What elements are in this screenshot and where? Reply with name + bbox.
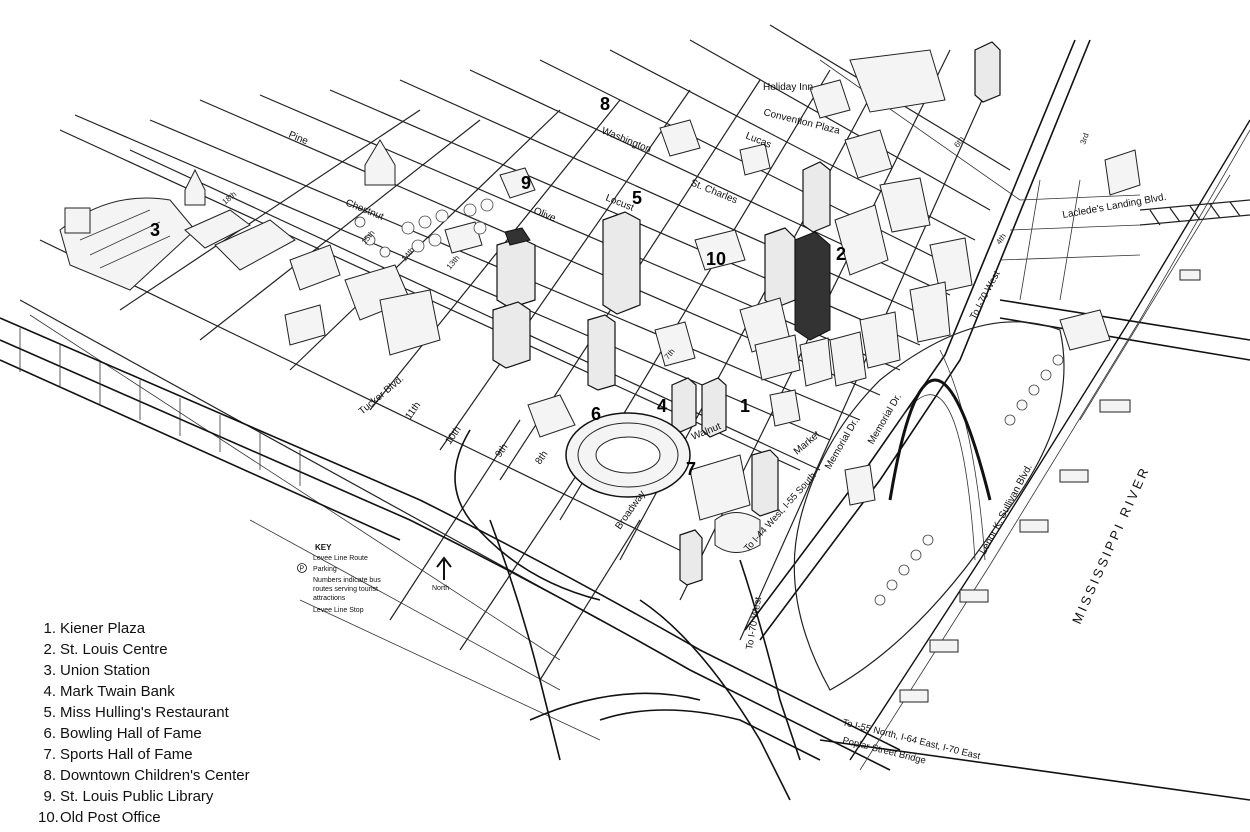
legend-item: 5.Miss Hulling's Restaurant xyxy=(38,702,338,723)
legend-number: 5. xyxy=(43,704,56,721)
marker-4: 4 xyxy=(657,396,667,416)
legend-label: Bowling Hall of Fame xyxy=(60,725,202,742)
key-parking: Parking xyxy=(313,566,337,573)
north-label: North xyxy=(432,585,449,592)
street-market: Market xyxy=(792,429,823,457)
street-3rd: 3rd xyxy=(1078,132,1090,146)
street-leonor-sullivan: Lenor K. Sullivan Blvd. xyxy=(978,462,1035,556)
buildings xyxy=(59,41,1141,586)
legend-number: 2. xyxy=(43,641,56,658)
attraction-markers: 1 2 3 4 5 6 7 8 9 10 xyxy=(150,94,846,479)
key-numbers-line3: attractions xyxy=(313,595,346,602)
marker-2: 2 xyxy=(836,244,846,264)
marker-1: 1 xyxy=(740,396,750,416)
street-washington: Washington xyxy=(600,126,653,156)
legend-label: St. Louis Centre xyxy=(60,641,168,658)
key-levee-route: Levee Line Route xyxy=(313,555,368,562)
street-tucker-blvd: Tucker Blvd. xyxy=(357,373,406,417)
legend-item: 9.St. Louis Public Library xyxy=(38,786,338,807)
legend-item: 6.Bowling Hall of Fame xyxy=(38,723,338,744)
legend-item: 3.Union Station xyxy=(38,660,338,681)
legend-number: 1. xyxy=(43,620,56,637)
park-trees xyxy=(354,198,494,258)
marker-6: 6 xyxy=(591,404,601,424)
legend-item: 10.Old Post Office xyxy=(38,807,338,828)
attraction-legend: 1.Kiener Plaza 2.St. Louis Centre 3.Unio… xyxy=(38,618,338,828)
legend-label: Mark Twain Bank xyxy=(60,683,175,700)
parking-symbol-icon xyxy=(297,563,307,573)
label-holiday-inn: Holiday Inn xyxy=(763,82,813,93)
legend-label: St. Louis Public Library xyxy=(60,788,214,805)
legend-number: 7. xyxy=(43,746,56,763)
legend-item: 2.St. Louis Centre xyxy=(38,639,338,660)
marker-5: 5 xyxy=(632,188,642,208)
marker-8: 8 xyxy=(600,94,610,114)
legend-number: 9. xyxy=(43,788,56,805)
key-parking-symbol: P xyxy=(300,566,305,573)
legend-label: Union Station xyxy=(60,662,151,679)
legend-label: Sports Hall of Fame xyxy=(60,746,193,763)
legend-item: 4.Mark Twain Bank xyxy=(38,681,338,702)
street-8th: 8th xyxy=(533,449,550,467)
marker-7: 7 xyxy=(686,459,696,479)
legend-label: Old Post Office xyxy=(60,809,161,826)
key-levee-stop: Levee Line Stop xyxy=(313,607,364,614)
label-to-i70-west-top: To I-70 West xyxy=(968,269,1003,321)
street-11th: 11th xyxy=(403,400,423,422)
riverboats xyxy=(899,269,1201,703)
key-numbers-line2: routes serving tourist xyxy=(313,586,378,593)
marker-10: 10 xyxy=(706,249,726,269)
street-olive: Olive xyxy=(532,206,558,225)
legend-number: 4. xyxy=(43,683,56,700)
marker-9: 9 xyxy=(521,173,531,193)
tree-rows xyxy=(874,354,1064,606)
river-label: MISSISSIPPI RIVER xyxy=(1069,463,1153,626)
legend-number: 10. xyxy=(38,809,59,826)
legend-item: 7.Sports Hall of Fame xyxy=(38,744,338,765)
map-key: KEY Levee Line Route P Parking Numbers i… xyxy=(297,543,381,614)
street-pine: Pine xyxy=(287,130,310,148)
street-13th: 13th xyxy=(445,254,462,272)
legend-label: Miss Hulling's Restaurant xyxy=(60,704,229,721)
legend-number: 3. xyxy=(43,662,56,679)
legend-number: 6. xyxy=(43,725,56,742)
gateway-arch xyxy=(888,378,992,501)
key-numbers-line1: Numbers indicate bus xyxy=(313,577,381,584)
legend-item: 1.Kiener Plaza xyxy=(38,618,338,639)
legend-label: Kiener Plaza xyxy=(60,620,146,637)
key-title: KEY xyxy=(315,543,332,552)
marker-3: 3 xyxy=(150,220,160,240)
riverfront xyxy=(793,119,1250,771)
street-memorial-dr-2: Memorial Dr. xyxy=(866,392,904,447)
north-arrow-icon: North xyxy=(432,556,452,592)
legend-label: Downtown Children's Center xyxy=(60,767,250,784)
legend-number: 8. xyxy=(43,767,56,784)
legend-item: 8.Downtown Children's Center xyxy=(38,765,338,786)
street-4th: 4th xyxy=(994,232,1008,246)
street-chestnut: Chestnut xyxy=(344,198,385,223)
street-18th: 18th xyxy=(221,190,239,207)
